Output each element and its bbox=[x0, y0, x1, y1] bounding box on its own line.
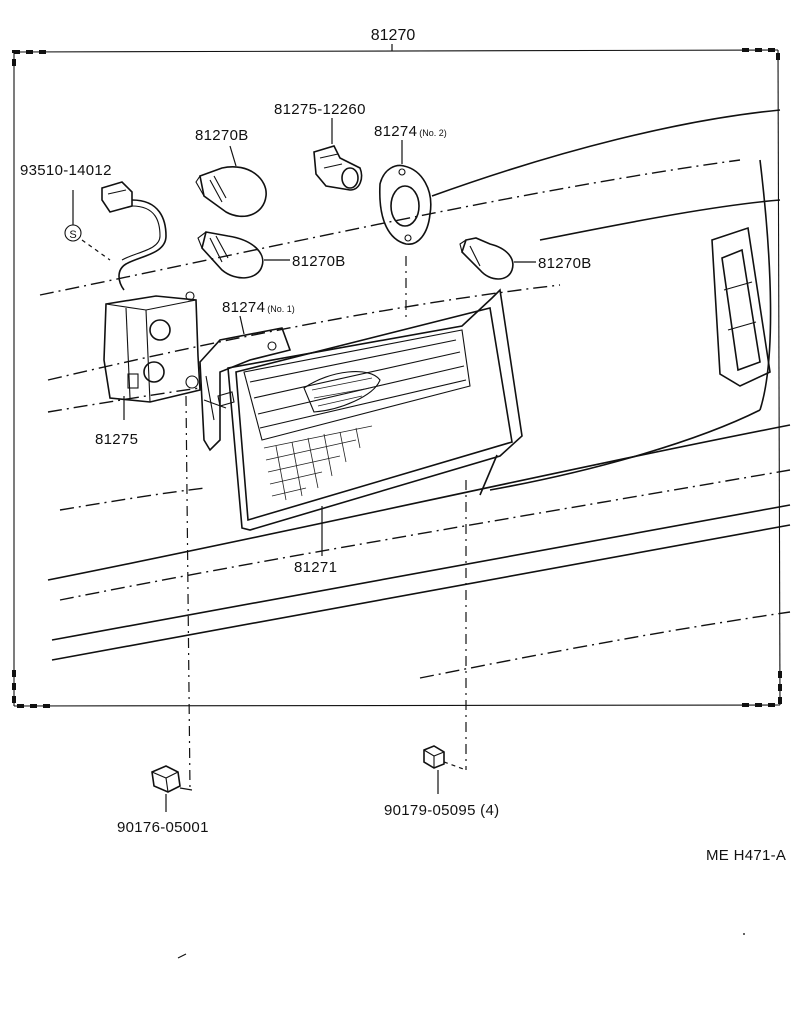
label-socket: 81275-12260 bbox=[274, 101, 366, 118]
gasket-no1-qualifier: (No. 1) bbox=[267, 304, 295, 314]
nut-right bbox=[423, 745, 467, 794]
bulb-right bbox=[459, 237, 536, 280]
gasket-no2-qualifier: (No. 2) bbox=[419, 128, 447, 138]
connector bbox=[64, 181, 167, 291]
label-connector: 93510-14012 bbox=[20, 162, 112, 179]
label-nut-right: 90179-05095 (4) bbox=[384, 802, 499, 819]
scan-mark bbox=[177, 953, 187, 959]
assembly-part-number: 81270 bbox=[371, 27, 416, 44]
label-bulb-right: 81270B bbox=[538, 255, 592, 272]
label-gasket-no1: 81274(No. 1) bbox=[222, 299, 295, 316]
gasket-no1-number: 81274 bbox=[222, 299, 265, 316]
scan-dot bbox=[743, 933, 745, 935]
reference-code: ME H471-A bbox=[706, 847, 786, 864]
label-bulb-mid-left: 81270B bbox=[292, 253, 346, 270]
bulb-socket bbox=[313, 118, 363, 191]
label-gasket-no2: 81274(No. 2) bbox=[374, 123, 447, 140]
back-door-outline bbox=[39, 109, 791, 679]
lamp-lens bbox=[217, 256, 523, 770]
assembly-frame bbox=[12, 44, 782, 708]
bulb-upper-left bbox=[195, 145, 267, 218]
label-socket-wire: 81275 bbox=[95, 431, 138, 448]
label-lens: 81271 bbox=[294, 559, 337, 576]
socket-and-wire bbox=[103, 291, 201, 791]
connector-symbol: S bbox=[69, 229, 76, 241]
nut-left bbox=[151, 765, 193, 812]
gasket-no2 bbox=[379, 140, 432, 245]
label-nut-left: 90176-05001 bbox=[117, 819, 209, 836]
gasket-no2-number: 81274 bbox=[374, 123, 417, 140]
label-bulb-upper-left: 81270B bbox=[195, 127, 249, 144]
bulb-mid-left bbox=[197, 231, 290, 279]
